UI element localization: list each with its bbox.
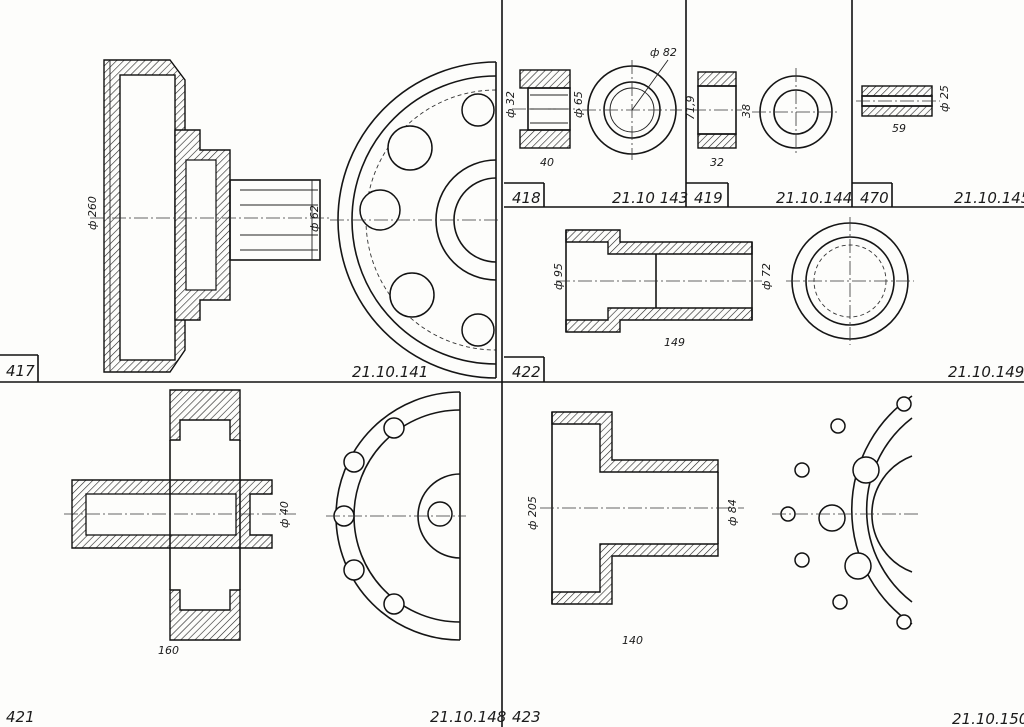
part-423-front-view bbox=[772, 395, 918, 630]
part-421-section-view bbox=[64, 389, 296, 641]
cell-number-418: 418 bbox=[512, 189, 541, 207]
cell-417: ф 260 ф 62 417 21.10.141 bbox=[0, 59, 500, 382]
dim-423-length-140: 140 bbox=[622, 634, 643, 647]
cell-421: ф 40 160 421 21.10.148 bbox=[6, 389, 506, 726]
cell-420: ф 25 59 470 21.10.145 bbox=[852, 85, 1024, 207]
dim-422-length-149: 149 bbox=[664, 336, 685, 349]
dim-421-dia-40: ф 40 bbox=[278, 501, 291, 528]
dim-423-dia-205: ф 205 bbox=[526, 496, 539, 530]
part-418-section-view bbox=[512, 69, 580, 149]
cell-418: ф 32 ф 65 40 ф 82 418 21.10 143 bbox=[504, 46, 688, 207]
dim-420-length-59: 59 bbox=[892, 122, 906, 135]
part-420-section-view bbox=[856, 85, 940, 117]
part-419-section-view bbox=[692, 71, 742, 149]
cell-number-423: 423 bbox=[512, 708, 541, 726]
cell-code-421: 21.10.148 bbox=[430, 708, 506, 726]
cell-number-421: 421 bbox=[6, 708, 35, 726]
dim-419-71-9: 71,9 bbox=[684, 96, 697, 121]
dim-418-dia-82: ф 82 bbox=[650, 46, 677, 59]
cell-code-423: 21.10.150 bbox=[952, 710, 1024, 727]
part-422-front-view bbox=[786, 217, 914, 345]
part-417-section-view bbox=[90, 59, 330, 373]
dim-423-dia-84: ф 84 bbox=[726, 499, 739, 526]
dim-422-dia-95: ф 95 bbox=[552, 263, 565, 290]
cell-number-419: 419 bbox=[694, 189, 723, 207]
dim-421-length-160: 160 bbox=[158, 644, 179, 657]
cell-code-418: 21.10 143 bbox=[612, 189, 688, 207]
dim-417-dia-62: ф 62 bbox=[308, 205, 321, 232]
cell-number-420: 470 bbox=[860, 189, 889, 207]
cell-422: ф 95 ф 72 149 422 21.10.149 bbox=[504, 217, 1024, 382]
cell-code-420: 21.10.145 bbox=[954, 189, 1024, 207]
cell-code-419: 21.10.144 bbox=[776, 189, 852, 207]
cell-code-417: 21.10.141 bbox=[352, 363, 428, 381]
part-421-front-view bbox=[326, 391, 466, 641]
dim-419-length-32: 32 bbox=[710, 156, 724, 169]
part-423-section-view bbox=[540, 411, 744, 605]
dim-418-length-40: 40 bbox=[540, 156, 554, 169]
cell-419: 71,9 38 32 419 21.10.144 bbox=[684, 68, 852, 207]
dim-420-dia-25: ф 25 bbox=[938, 85, 951, 112]
cell-423: ф 205 ф 84 140 423 21.10.150 bbox=[512, 395, 1024, 727]
cell-number-417: 417 bbox=[6, 362, 35, 380]
cell-number-422: 422 bbox=[512, 363, 541, 381]
part-417-front-view bbox=[330, 61, 500, 379]
dim-422-dia-72: ф 72 bbox=[760, 263, 773, 290]
part-418-front-view bbox=[582, 59, 682, 160]
dim-419-38: 38 bbox=[740, 104, 753, 118]
part-419-front-view bbox=[752, 68, 840, 156]
dim-418-dia-32: ф 32 bbox=[504, 91, 517, 118]
dim-418-dia-65: ф 65 bbox=[572, 91, 585, 118]
part-422-section-view bbox=[556, 229, 762, 333]
dim-417-dia-260: ф 260 bbox=[86, 196, 99, 230]
cell-code-422: 21.10.149 bbox=[948, 363, 1024, 381]
